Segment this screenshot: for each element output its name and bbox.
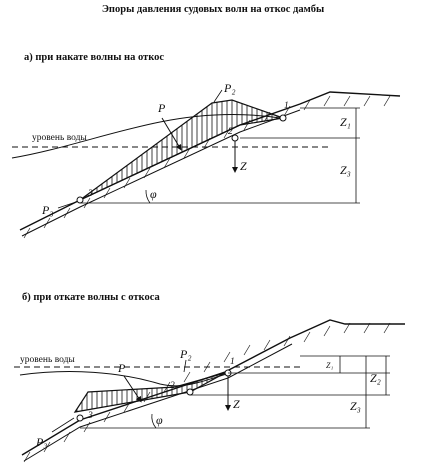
label-p2-a: P₂ [223, 81, 236, 95]
label-p3-b: P₃ [35, 435, 48, 449]
label-point-3-b: 3 [87, 411, 93, 421]
point-3-marker-b [76, 414, 84, 422]
label-point-2-a: 2 [228, 127, 233, 137]
label-z2-b: Z₂ [370, 371, 381, 385]
label-z3-b: Z₃ [350, 399, 361, 413]
water-level-label-b: уровень воды [20, 355, 75, 365]
label-point-1-a: 1 [284, 101, 289, 111]
label-z3-a: Z₃ [340, 163, 351, 177]
point-1-marker-a [279, 114, 287, 122]
label-phi-a: φ [150, 187, 157, 201]
slope-surface-b [21, 319, 405, 456]
label-point-2-b: 2 [170, 381, 175, 391]
label-p-b: P [117, 361, 126, 375]
label-z1-b: Z₁ [326, 361, 333, 370]
point-3-marker-a [76, 196, 84, 204]
label-p-a: P [157, 101, 166, 115]
soil-hatching-b [23, 322, 391, 463]
point-2-marker-a [231, 134, 239, 142]
p-arrow-b [123, 375, 142, 403]
water-level-label-a: уровень воды [32, 133, 87, 143]
label-point-3-a: 3 [87, 189, 93, 199]
label-z1-a: Z₁ [340, 115, 351, 129]
point-2-marker-b [186, 388, 194, 396]
panel-b-caption: б) при откате волны с откоса [22, 292, 160, 303]
pressure-epure-b [73, 372, 226, 413]
figure-title: Эпоры давления судовых волн на откос дам… [101, 4, 325, 15]
label-z-b: Z [233, 397, 240, 411]
label-z-a: Z [240, 159, 247, 173]
panel-a: уровень воды [11, 81, 401, 239]
label-point-1-b: 1 [230, 357, 235, 367]
label-phi-b: φ [156, 413, 163, 427]
panel-b: уровень воды [14, 319, 405, 463]
panel-a-caption: а) при накате волны на откос [24, 52, 165, 63]
revetment-line-b [23, 343, 293, 462]
label-p2-b: P₂ [179, 347, 192, 361]
p-arrow-a [161, 117, 182, 151]
revetment-line-a [21, 109, 301, 237]
pressure-epure-a [79, 99, 284, 201]
label-p3-a: P₃ [41, 203, 54, 217]
